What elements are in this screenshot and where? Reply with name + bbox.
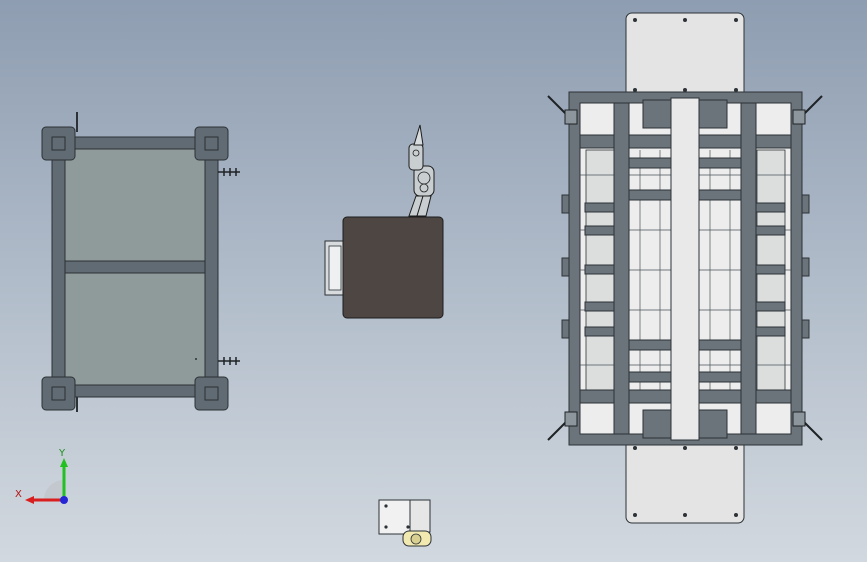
robot-model[interactable]: [324, 124, 444, 319]
y-axis-label: Y: [58, 448, 66, 459]
x-axis-label: X: [15, 489, 22, 500]
z-axis-dot: [60, 496, 68, 504]
small-part-model[interactable]: [378, 499, 432, 547]
right-fixture-model[interactable]: [547, 12, 823, 524]
axis-triad: Y X: [15, 448, 68, 504]
left-frame-model[interactable]: [41, 112, 240, 412]
